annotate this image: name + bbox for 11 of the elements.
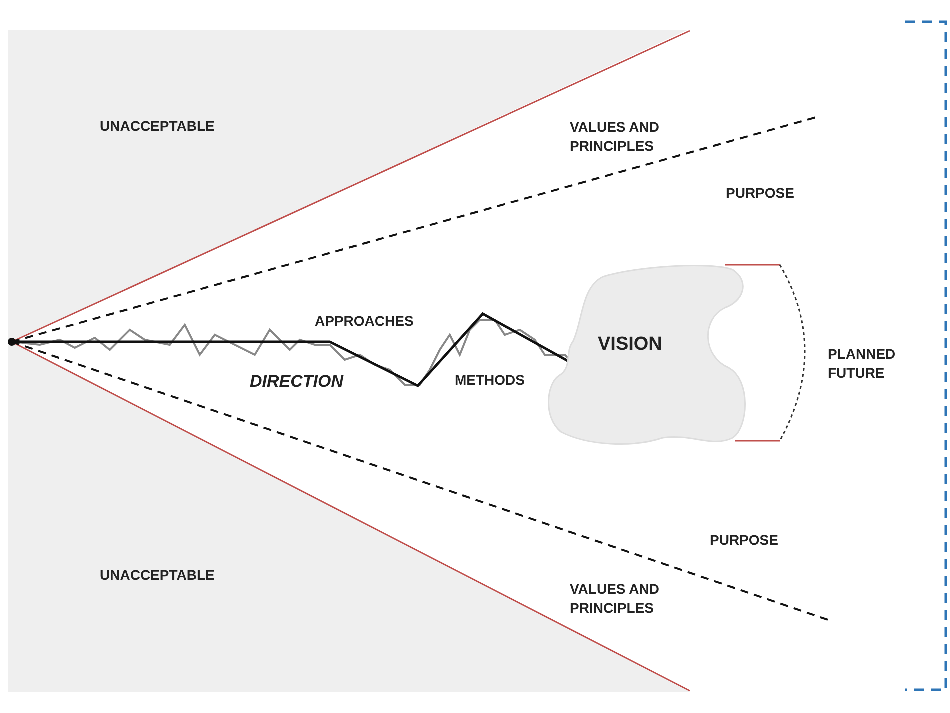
stage-label: APPROACHES (315, 312, 414, 331)
direction-label: DIRECTION (250, 371, 344, 393)
zone-label: VALUES AND PRINCIPLES (570, 118, 660, 156)
stage-label: METHODS (455, 371, 525, 390)
zone-label: UNACCEPTABLE (100, 566, 215, 585)
zone-label: VALUES AND PRINCIPLES (570, 580, 660, 618)
zone-label: UNACCEPTABLE (100, 117, 215, 136)
stage-label: PLANNED FUTURE (828, 345, 897, 383)
node-label: VISION (598, 334, 662, 356)
zone-label: PURPOSE (726, 184, 794, 203)
zone-label: PURPOSE (710, 531, 778, 550)
